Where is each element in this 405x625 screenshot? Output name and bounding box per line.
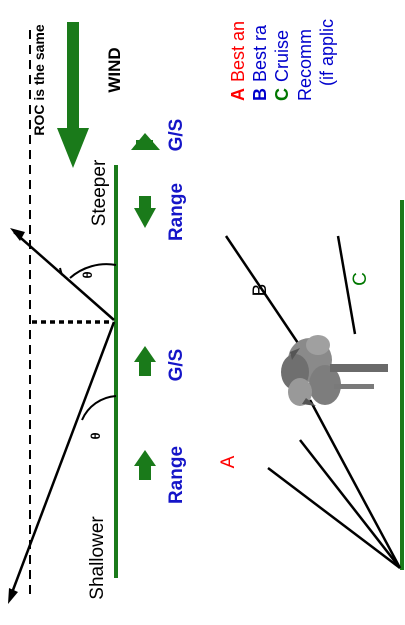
steeper-label: Steeper [89,159,110,226]
label-c: C [350,272,371,286]
trajectory-b [308,399,402,569]
tree-icon [281,335,388,406]
range-arrow-bottom [134,450,156,480]
shallower-arrowhead [8,588,18,604]
wind-arrow-shaft [67,22,79,132]
legend-recomm-text: Recomm [295,29,315,101]
range-label-top: Range [166,183,187,241]
theta-steeper: θ [80,271,95,278]
range-arrow-top [134,196,156,228]
legend-b-letter: B [250,88,270,101]
legend-c-letter: C [272,88,292,101]
gs-label-top: G/S [166,119,187,152]
steeper-angle-arc [59,267,63,276]
range-label-bottom: Range [166,446,187,504]
shallower-climb-path [8,321,116,599]
trajectory-a-2 [299,439,401,569]
trajectory-a [267,467,401,569]
shallower-angle-arc [81,395,117,421]
roc-label: ROC is the same [31,24,47,135]
legend-applic-text: (if applic [317,19,337,86]
legend-a-letter: A [228,88,248,101]
legend: A Best an B Best ra C Cruise Recomm (if … [228,19,337,101]
steeper-arrowhead [10,228,25,241]
wind-arrow-icon [57,128,89,168]
shallower-label: Shallower [87,516,108,600]
gs-arrow-top [131,133,160,150]
legend-c-text: Cruise [272,30,292,82]
trajectory-b-upper [224,235,310,359]
label-a: A [218,455,239,468]
gs-arrow-bottom [134,346,156,376]
trajectory-c [336,235,357,335]
legend-a-text: Best an [228,21,248,82]
wind-label: WIND [105,47,124,92]
label-b: B [250,284,271,297]
steeper-climb-path [13,231,115,321]
steeper-angle-arc-main [69,263,117,279]
legend-b-text: Best ra [250,24,270,82]
theta-shallower: θ [88,432,103,439]
gs-label-bottom: G/S [166,349,187,382]
